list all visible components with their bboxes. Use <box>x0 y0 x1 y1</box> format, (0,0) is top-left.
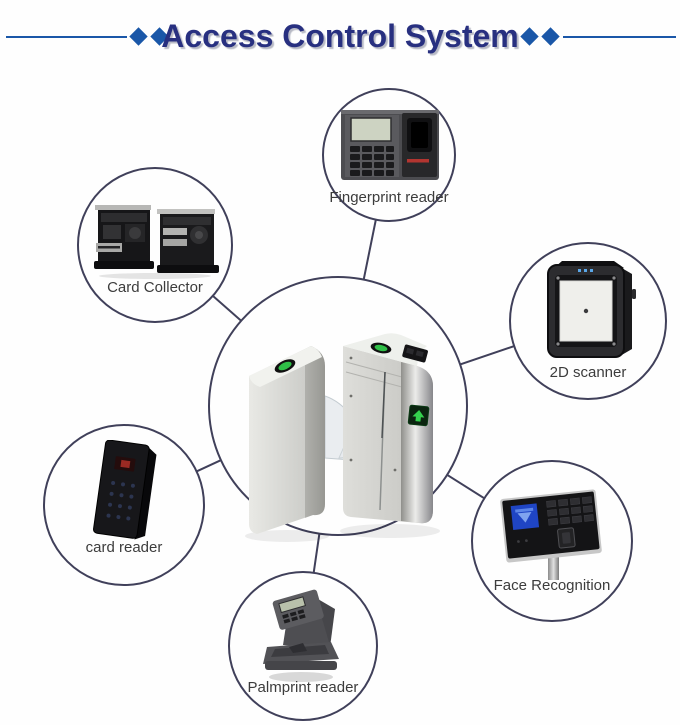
title-rule-left <box>6 36 127 38</box>
bubble-fingerprint-reader: Fingerprint reader <box>322 88 456 222</box>
bubble-label: card reader <box>85 539 163 556</box>
face-recognition-terminal-illustration <box>500 489 602 580</box>
bubble-card-collector: Card Collector <box>77 167 233 323</box>
qr-2d-scanner-illustration <box>547 261 636 358</box>
title-banner: Access Control System <box>0 0 680 70</box>
page-title: Access Control System <box>161 18 519 54</box>
bubble-label: Fingerprint reader <box>329 189 449 206</box>
bubble-label: Palmprint reader <box>247 679 359 696</box>
bubble-label: Card Collector <box>107 279 203 296</box>
palmprint-reader-illustration <box>263 589 339 682</box>
bubble-palmprint-reader: Palmprint reader <box>228 571 378 721</box>
bubble-label: Face Recognition <box>493 577 611 594</box>
bubble-2d-scanner: 2D scanner <box>509 242 667 400</box>
turnstile-gate-illustration <box>245 333 440 542</box>
central-turnstile-bubble <box>208 276 468 542</box>
title-rule-right <box>563 36 676 38</box>
bubble-card-reader: card reader <box>43 424 205 586</box>
fingerprint-terminal-illustration <box>341 110 439 180</box>
keypad-card-reader-illustration <box>93 440 157 540</box>
bubble-face-recognition: Face Recognition <box>471 460 633 622</box>
card-collector-machines-illustration <box>94 205 219 279</box>
bubble-label: 2D scanner <box>549 364 627 381</box>
